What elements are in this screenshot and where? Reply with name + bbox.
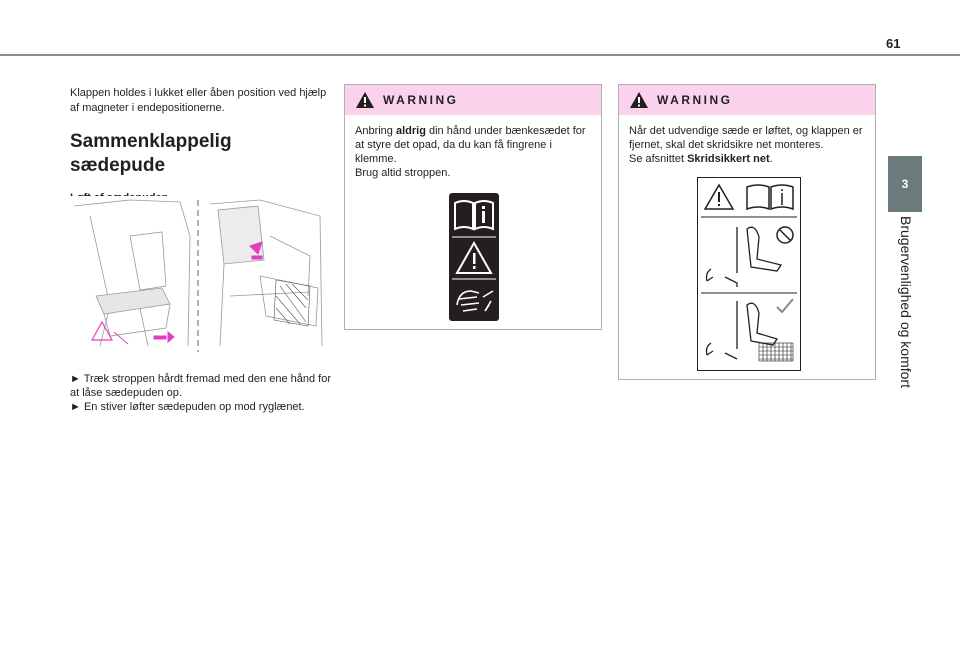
chapter-tab[interactable]: 3: [888, 156, 922, 212]
intro-text: Klappen holdes i lukket eller åben posit…: [70, 87, 327, 114]
pictogram-warning-icon: [703, 183, 735, 210]
header-rule: [0, 54, 960, 56]
warning-text-1: Anbring aldrig din hånd under bænkesædet…: [345, 115, 601, 180]
manual-info-icon: [454, 200, 494, 231]
section-heading: Sammenklappelig sædepude: [70, 131, 232, 176]
warning-text-2-line1: Når det udvendige sæde er løftet, og kla…: [629, 125, 863, 151]
manual-info-icon: [746, 184, 794, 211]
chapter-title-text: Brugervenlighed og komfort: [898, 216, 914, 388]
chapter-title: Brugervenlighed og komfort: [896, 216, 916, 426]
warning-text-2: Når det udvendige sæde er løftet, og kla…: [619, 115, 875, 166]
warning-triangle-icon: [356, 92, 374, 108]
hand-pinch-icon: [456, 290, 494, 312]
left-column: Klappen holdes i lukket eller åben posit…: [70, 86, 330, 204]
step-1: ► Træk stroppen hårdt fremad med den ene…: [70, 373, 331, 399]
warning-pictogram-1: [449, 193, 499, 321]
no-entry-icon: [776, 226, 794, 244]
warning-text-1b: din hånd under bænkesædet for at styre d…: [355, 125, 586, 165]
warning-box-2: WARNING Når det udvendige sæde er løftet…: [618, 84, 876, 380]
steps: ► Træk stroppen hårdt fremad med den ene…: [70, 372, 340, 414]
pictogram-warning-icon: [455, 240, 493, 274]
check-icon: [776, 298, 794, 314]
warning-triangle-icon: [630, 92, 648, 108]
warning-pictogram-2: [697, 177, 801, 371]
seat-photos: [70, 196, 326, 356]
warning-title-2: WARNING: [657, 93, 733, 107]
warning-title-1: WARNING: [383, 93, 459, 107]
warning-text-1-bold: aldrig: [395, 125, 426, 137]
warning-header-1: WARNING: [345, 85, 601, 115]
warning-text-1-line2: Brug altid stroppen.: [355, 167, 451, 179]
warning-header-2: WARNING: [619, 85, 875, 115]
warning-box-1: WARNING Anbring aldrig din hånd under bæ…: [344, 84, 602, 330]
seat-raised-illustration: [705, 226, 783, 287]
step-2: ► En stiver løfter sædepuden op mod rygl…: [70, 401, 305, 413]
see-reference[interactable]: Skridsikkert net: [687, 153, 770, 165]
seat-with-net-illustration: [705, 301, 779, 360]
page-number: 61: [886, 36, 901, 51]
warning-text-1a: Anbring: [355, 125, 396, 137]
photo-warning-icon: [90, 320, 114, 341]
see-prefix: Se afsnittet: [629, 153, 688, 165]
see-suffix: .: [769, 153, 773, 165]
